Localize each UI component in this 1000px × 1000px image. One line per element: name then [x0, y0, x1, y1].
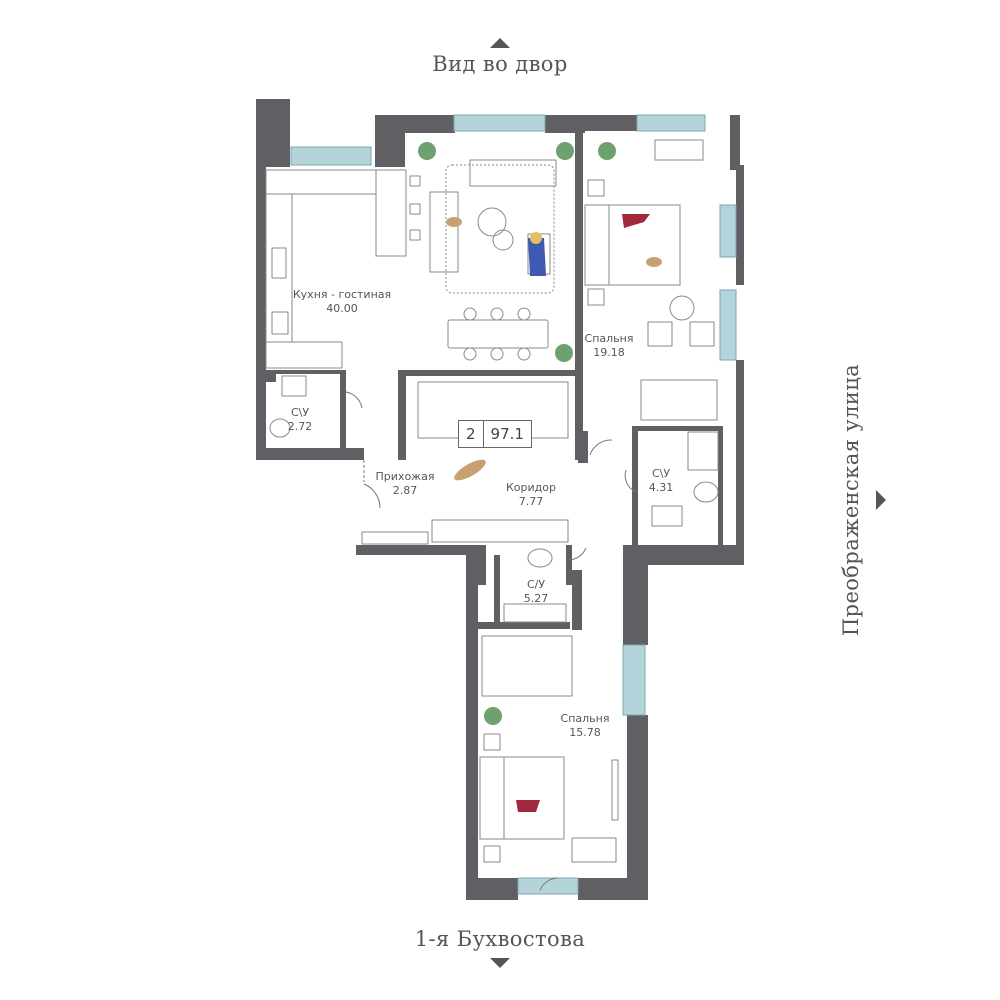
- plants: [418, 142, 616, 725]
- room-bedroom-top: Спальня 19.18: [585, 332, 634, 360]
- room-name: Кухня - гостиная: [292, 288, 392, 301]
- apartment-badge: 2 97.1: [458, 420, 532, 448]
- east-arrow-icon: [876, 490, 886, 510]
- rooms-count: 2: [466, 425, 476, 443]
- room-area: 19.18: [593, 346, 625, 359]
- person-icon: [528, 238, 546, 276]
- plant-icon: [598, 142, 616, 160]
- dog-icon: [454, 459, 486, 481]
- people-figures: [446, 214, 662, 812]
- room-name: Спальня: [584, 332, 634, 345]
- room-name: С\У: [290, 406, 310, 419]
- street-label-bottom: 1-я Бухвостова: [414, 927, 586, 951]
- room-area: 7.77: [518, 495, 544, 508]
- person-icon: [622, 214, 650, 228]
- room-area: 5.27: [523, 592, 549, 605]
- room-name: Спальня: [560, 712, 610, 725]
- room-bedroom-bottom: Спальня 15.78: [561, 712, 610, 740]
- furniture: [265, 139, 719, 863]
- room-corridor: Коридор 7.77: [506, 481, 556, 509]
- dog-icon: [646, 257, 662, 267]
- room-area: 2.72: [287, 420, 313, 433]
- street-label-top: Вид во двор: [432, 52, 568, 76]
- windows: [290, 114, 737, 895]
- plant-icon: [556, 142, 574, 160]
- room-bathroom-right: С\У 4.31: [649, 467, 674, 495]
- room-bathroom-left: С\У 2.72: [288, 406, 313, 434]
- room-area: 4.31: [648, 481, 674, 494]
- plant-icon: [484, 707, 502, 725]
- dog-icon: [446, 217, 462, 227]
- room-bathroom-center: С/У 5.27: [524, 578, 549, 606]
- person-icon: [516, 800, 540, 812]
- total-area: 97.1: [482, 421, 531, 447]
- room-name: С\У: [651, 467, 671, 480]
- north-arrow-icon: [490, 38, 510, 48]
- walls: [256, 99, 744, 900]
- room-name: Коридор: [506, 481, 556, 494]
- plant-icon: [418, 142, 436, 160]
- south-arrow-icon: [490, 958, 510, 968]
- doors: [345, 391, 637, 891]
- room-name: С/У: [526, 578, 546, 591]
- room-area: 40.00: [326, 302, 358, 315]
- room-kitchen-living: Кухня - гостиная 40.00: [293, 288, 391, 316]
- room-hallway: Прихожая 2.87: [376, 470, 435, 498]
- room-name: Прихожая: [375, 470, 435, 483]
- room-area: 15.78: [569, 726, 601, 739]
- plant-icon: [555, 344, 573, 362]
- room-area: 2.87: [392, 484, 418, 497]
